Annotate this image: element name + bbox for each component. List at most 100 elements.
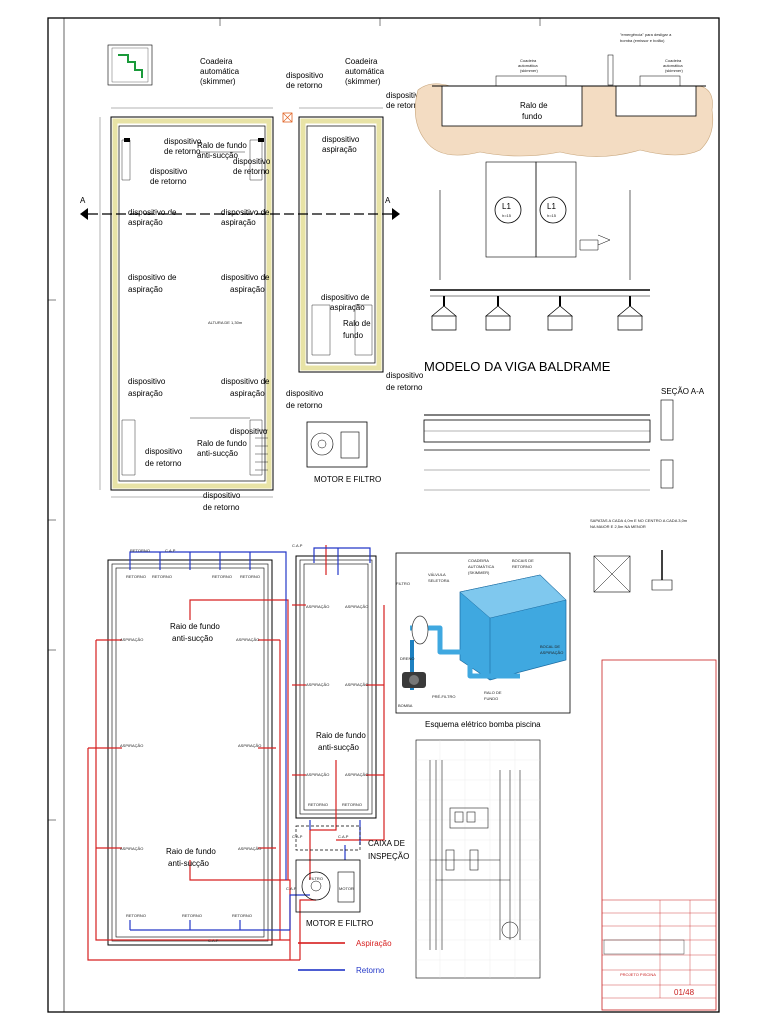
sec-skimmer-b-l2: automática xyxy=(663,63,683,68)
hyd-asp-10: ASPIRAÇÃO xyxy=(345,682,368,687)
hyd-ret-9: RETORNO xyxy=(342,802,362,807)
suction-6-l2: aspiração xyxy=(330,303,365,312)
suction-pipes xyxy=(87,545,385,961)
sec-skimmer-a-l2: automática xyxy=(518,63,538,68)
stair-steps xyxy=(255,429,268,471)
sec-skimmer-a-l3: (skimmer) xyxy=(520,68,538,73)
return-top-l2: de retorno xyxy=(286,81,323,90)
hyd-asp-5: ASPIRAÇÃO xyxy=(238,743,261,748)
suction-5-l1: dispositivo de xyxy=(221,377,270,386)
large-pool-outline xyxy=(110,116,274,491)
sec-drain-l1: Ralo de xyxy=(520,101,548,110)
drain-a-l2: anti-sucção xyxy=(197,151,238,160)
sec-skimmer-b-l3: (skimmer) xyxy=(665,68,683,73)
section-mark-right: A xyxy=(385,196,391,205)
svg-text:Coadeira: Coadeira xyxy=(345,57,378,66)
hyd-drain-2-l2: anti-sucção xyxy=(318,743,359,752)
small-pool-border xyxy=(300,118,382,371)
electrical-title: Esquema elétrico bomba piscina xyxy=(425,720,541,729)
eq-nozzle-l2: ASPIRAÇÃO xyxy=(540,650,563,655)
sec-drain-l2: fundo xyxy=(522,112,543,121)
skimmer-left-l3: (skimmer) xyxy=(200,77,236,86)
hydraulic-plan: FILTRO MOTOR CAIXA DE INSPEÇÃO MOTOR E F… xyxy=(87,543,409,975)
hyd-ret-3: RETORNO xyxy=(212,574,232,579)
return-top-right-l1: dispositivo xyxy=(386,91,424,100)
plan-view-labels: Coadeira automática (skimmer) Coadeira a… xyxy=(128,57,424,512)
eq-skimmer-l3: (SKIMMER) xyxy=(468,570,490,575)
skimmer-right-l1: Coadeira xyxy=(345,57,378,66)
return-c-l1: dispositivo xyxy=(150,167,188,176)
return-i-l1: dispositivo xyxy=(286,389,324,398)
small-drain-l1: Ralo de xyxy=(343,319,371,328)
suction-1-l1: dispositivo de xyxy=(128,208,177,217)
return-g-l2: de retorno xyxy=(145,459,182,468)
hyd-cap-4: C.A.P xyxy=(292,834,303,839)
section-aa-label: SEÇÃO A-A xyxy=(661,387,705,396)
eq-pump: BOMBA xyxy=(398,703,413,708)
skimmer-right-l2: automática xyxy=(345,67,385,76)
sheet-margin-ticks xyxy=(48,18,541,821)
hyd-cap-1: C.A.P xyxy=(165,548,176,553)
return-d-l1: dispositivo xyxy=(322,135,360,144)
large-pool-border xyxy=(112,118,272,489)
hyd-ret-2: RETORNO xyxy=(152,574,172,579)
legend-return: Retorno xyxy=(356,966,385,975)
eq-prefilter: PRÉ-FILTRO xyxy=(432,694,455,699)
return-a-l1: dispositivo xyxy=(164,137,202,146)
hyd-asp-11: ASPIRAÇÃO xyxy=(306,772,329,777)
drain-a-l1: Ralo de fundo xyxy=(197,141,247,150)
eq-filter: FILTRO xyxy=(396,581,410,586)
hyd-cap-2: C.A.P xyxy=(292,543,303,548)
location-keymap xyxy=(107,44,153,86)
emergency-box xyxy=(282,112,293,123)
svg-text:(skimmer): (skimmer) xyxy=(200,77,236,86)
motor-filter-box-top xyxy=(306,421,368,468)
footing-note-l1: SAPATAS A CADA 4,0m E NO CENTRO A CADA 3… xyxy=(590,518,688,523)
drain-b-l1: Ralo de fundo xyxy=(197,439,247,448)
hyd-drain-3-l1: Raio de fundo xyxy=(166,847,216,856)
title-project: PROJETO PISCINA xyxy=(620,972,656,977)
inspection-box xyxy=(295,825,361,851)
legend-suction: Aspiração xyxy=(356,939,392,948)
hyd-ret-4: RETORNO xyxy=(240,574,260,579)
eq-return-l2: RETORNO xyxy=(512,564,532,569)
eq-bdrain-l1: RALO DE xyxy=(484,690,502,695)
slab-l1-b: L1 xyxy=(547,202,556,211)
hyd-asp-4: ASPIRAÇÃO xyxy=(236,637,259,642)
hyd-asp-12: ASPIRAÇÃO xyxy=(345,772,368,777)
return-h-l2: de retorno xyxy=(203,503,240,512)
hyd-asp-7: ASPIRAÇÃO xyxy=(306,604,329,609)
hyd-drain-3-l2: anti-sucção xyxy=(168,859,209,868)
sec-skimmer-b-l1: Coadeira xyxy=(665,58,682,63)
return-j-l1: dispositivo xyxy=(386,371,424,380)
hyd-ret-6: RETORNO xyxy=(182,913,202,918)
skimmer-left-l1: Coadeira xyxy=(200,57,233,66)
return-e-l1: dispositivo xyxy=(128,377,166,386)
hyd-filter-label: FILTRO xyxy=(309,876,323,881)
return-f-l1: dispositivo xyxy=(230,427,268,436)
return-top-right-l2: de retorno xyxy=(386,101,423,110)
hyd-ret-10: RETORNO xyxy=(130,548,150,553)
return-c-l2: de retorno xyxy=(150,177,187,186)
suction-4-l1: dispositivo de xyxy=(221,273,270,282)
eq-skimmer-l1: COADEIRA xyxy=(468,558,489,563)
hyd-asp-3: ASPIRAÇÃO xyxy=(120,846,143,851)
eq-return-l1: BOCAIS DE xyxy=(512,558,534,563)
eq-bdrain-l2: FUNDO xyxy=(484,696,498,701)
footing-note-l2: NA MAIOR E 2,5m NA MENOR xyxy=(590,524,646,529)
slab-l1-a: L1 xyxy=(502,202,511,211)
suction-2-l1: dispositivo de xyxy=(221,208,270,217)
slab-h-a: h=15 xyxy=(502,213,512,218)
svg-text:Coadeira: Coadeira xyxy=(200,57,233,66)
motor-filter-label-top: MOTOR E FILTRO xyxy=(314,475,381,484)
return-pipes xyxy=(129,547,371,971)
inspection-l1: CAIXA DE xyxy=(368,839,405,848)
beam-title: MODELO DA VIGA BALDRAME xyxy=(424,359,611,374)
hyd-ret-1: RETORNO xyxy=(126,574,146,579)
equipment-illustration: FILTRO VÁLVULA SELETORA COADEIRA AUTOMÁT… xyxy=(395,552,571,714)
hyd-ret-5: RETORNO xyxy=(126,913,146,918)
hyd-motor-label: MOTOR xyxy=(339,886,354,891)
return-b-l1: dispositivo xyxy=(233,157,271,166)
hyd-drain-2-l1: Raio de fundo xyxy=(316,731,366,740)
